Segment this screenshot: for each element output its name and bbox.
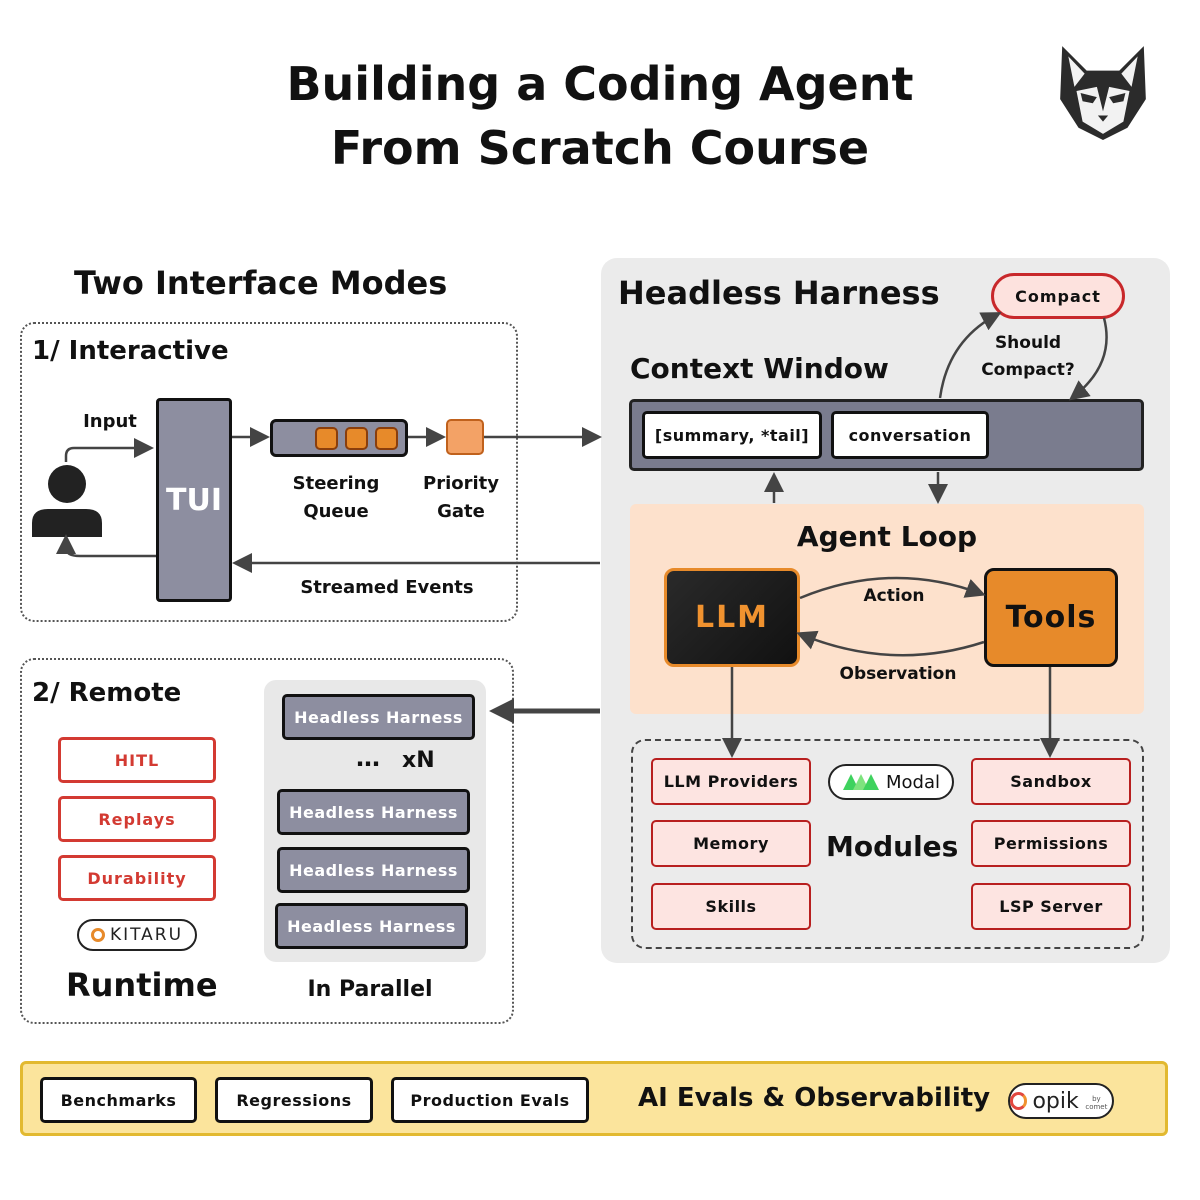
modules-label: Modules [826, 830, 959, 863]
ellipsis-label: … [356, 744, 380, 772]
interface-modes-heading: Two Interface Modes [74, 264, 448, 302]
kitaru-ring-icon [90, 928, 105, 942]
queue-item [375, 427, 398, 450]
priority-gate-label: Priority Gate [423, 473, 499, 522]
tools-box: Tools [984, 568, 1118, 667]
tools-label: Tools [1005, 600, 1097, 635]
interactive-mode-box [20, 322, 518, 622]
tui-label: TUI [166, 482, 222, 518]
harness-tile: Headless Harness [277, 847, 470, 893]
cat-logo-icon [1060, 46, 1146, 140]
skills-module: Skills [651, 883, 811, 930]
opik-ring-icon [1010, 1092, 1028, 1110]
modal-logo: Modal [828, 764, 954, 800]
replays-pill: Replays [58, 796, 216, 842]
queue-item [315, 427, 338, 450]
harness-tile: Headless Harness [282, 694, 475, 740]
modal-mark-icon [843, 774, 879, 790]
interactive-heading: 1/ Interactive [32, 336, 229, 366]
llm-label: LLM [694, 600, 770, 635]
harness-tile: Headless Harness [277, 789, 470, 835]
kitaru-logo: KITARU [77, 919, 197, 951]
steering-queue-label: Steering Queue [292, 473, 380, 522]
modules-box [631, 739, 1144, 949]
tui-box: TUI [156, 398, 232, 602]
should-compact-label: Should Compact? [981, 333, 1075, 380]
lsp-server-module: LSP Server [971, 883, 1131, 930]
runtime-label: Runtime [66, 966, 218, 1004]
streamed-events-label: Streamed Events [300, 577, 474, 598]
context-window-heading: Context Window [630, 352, 889, 385]
hitl-pill: HITL [58, 737, 216, 783]
durability-pill: Durability [58, 855, 216, 901]
modal-logo-text: Modal [886, 771, 940, 793]
remote-mode-box [20, 658, 514, 1024]
permissions-module: Permissions [971, 820, 1131, 867]
regressions-chip: Regressions [215, 1077, 373, 1123]
observation-label: Observation [839, 664, 957, 684]
compact-pill: Compact [991, 273, 1125, 319]
input-label: Input [83, 411, 137, 432]
benchmarks-chip: Benchmarks [40, 1077, 197, 1123]
opik-logo-text: opik [1032, 1088, 1079, 1114]
opik-logo: opik by comet [1008, 1083, 1114, 1119]
evals-bar [20, 1061, 1168, 1136]
action-label: Action [863, 586, 925, 606]
agent-loop-heading: Agent Loop [796, 520, 978, 553]
steering-queue-box [270, 419, 408, 457]
queue-item [345, 427, 368, 450]
llm-box: LLM [664, 568, 800, 667]
opik-sub-text: by comet [1085, 1095, 1108, 1111]
harness-tile: Headless Harness [275, 903, 468, 949]
in-parallel-label: In Parallel [307, 977, 433, 1002]
llm-providers-module: LLM Providers [651, 758, 811, 805]
production-evals-chip: Production Evals [391, 1077, 589, 1123]
user-icon [32, 465, 102, 537]
kitaru-logo-text: KITARU [109, 925, 184, 945]
summary-tail-chip: [summary, *tail] [642, 411, 822, 459]
conversation-chip: conversation [831, 411, 989, 459]
sandbox-module: Sandbox [971, 758, 1131, 805]
xn-label: xN [402, 748, 435, 773]
memory-module: Memory [651, 820, 811, 867]
title-line-2: From Scratch Course [330, 121, 870, 175]
title-line-1: Building a Coding Agent [286, 57, 914, 111]
page-title: Building a Coding Agent From Scratch Cou… [0, 52, 1200, 180]
harness-heading: Headless Harness [618, 274, 940, 312]
priority-gate-box [446, 419, 484, 455]
evals-label: AI Evals & Observability [638, 1083, 991, 1113]
remote-heading: 2/ Remote [32, 678, 182, 708]
